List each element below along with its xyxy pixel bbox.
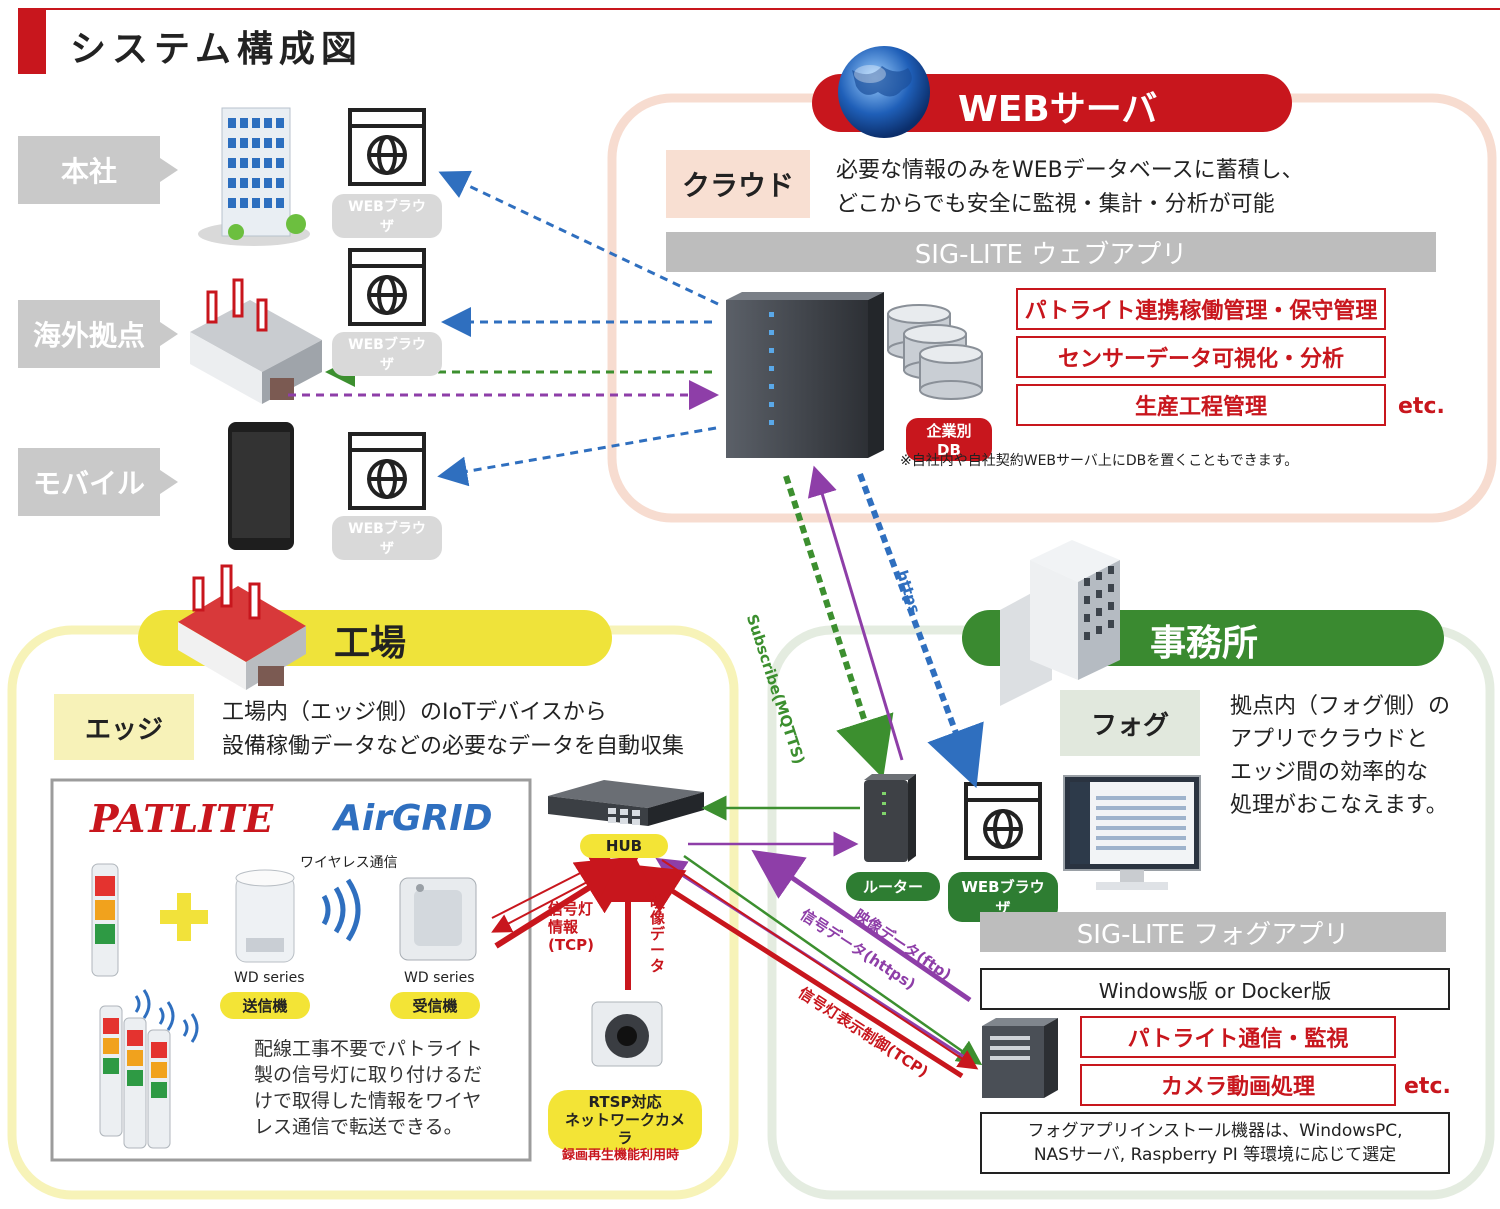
wireless-note-line: 製の信号灯に取り付けるだ: [254, 1064, 483, 1086]
arrow-cloud-to-mobile: [437, 426, 717, 487]
wireless-note-line: 配線工事不要でパトライト: [254, 1038, 483, 1060]
transmitter-label: 送信機: [220, 992, 310, 1019]
arrow-hub-to-fog-red: [661, 859, 979, 1070]
browser-label-hq: WEBブラウザ: [332, 194, 442, 238]
fog-edition: Windows版 or Docker版: [980, 968, 1450, 1010]
browser-icon-overseas: [348, 248, 426, 326]
camera-label-line: RTSP対応: [588, 1093, 662, 1111]
fog-install-note-line: NASサーバ, Raspberry PI 等環境に応じて選定: [1033, 1145, 1397, 1165]
receiver-label: 受信機: [390, 992, 480, 1019]
fog-pc-icon: [982, 1018, 1058, 1098]
receiver-icon: [399, 877, 477, 961]
network-camera-icon: [591, 1001, 663, 1067]
router-label: ルーター: [846, 872, 940, 901]
wireless-note-line: レス通信で転送できる。: [254, 1116, 463, 1138]
patlite-logo: PATLITE: [90, 796, 274, 841]
monitor-icon: [1063, 775, 1201, 890]
wireless-note-line: けで取得した情報をワイヤ: [254, 1090, 482, 1112]
globe-icon: [838, 46, 930, 138]
cloud-tag: クラウド: [666, 150, 810, 218]
headquarters-building-icon: [198, 107, 310, 246]
office-building-icon: [1000, 540, 1120, 706]
arrow-signal-tcp: [494, 856, 640, 949]
factory-tag: エッジ: [54, 694, 194, 760]
factory-header: 工場: [334, 623, 407, 664]
fog-feature-1: パトライト通信・監視: [1080, 1016, 1396, 1058]
cloud-header: WEBサーバ: [958, 89, 1158, 130]
fog-install-note: フォグアプリインストール機器は、WindowsPC, NASサーバ, Raspb…: [980, 1112, 1450, 1174]
airgrid-logo: AirGRID: [334, 798, 493, 839]
overseas-factory-icon: [190, 278, 322, 404]
factory-description-2: 設備稼働データなどの必要なデータを自動収集: [222, 734, 685, 759]
office-tag: フォグ: [1060, 690, 1200, 756]
signal-info-line: 信号灯: [548, 900, 594, 918]
cloud-etc: etc.: [1398, 394, 1445, 419]
camera-note: 録画再生機能利用時: [562, 1148, 680, 1163]
cloud-feature-1: パトライト連携稼働管理・保守管理: [1016, 288, 1386, 330]
fog-feature-2: カメラ動画処理: [1080, 1064, 1396, 1106]
arrow-hub-to-fog: [683, 854, 983, 1066]
wireless-signal-towers-icon: [99, 989, 199, 1149]
cloud-feature-2: センサーデータ可視化・分析: [1016, 336, 1386, 378]
fog-etc: etc.: [1404, 1074, 1451, 1099]
signal-info-label: 信号灯 情報 (TCP): [548, 900, 594, 954]
rx-series: WD series: [404, 970, 475, 986]
camera-label: RTSP対応 ネットワークカメラ: [548, 1090, 702, 1150]
office-description-line: エッジ間の効率的な: [1230, 760, 1429, 785]
db-label: 企業別DB: [906, 418, 992, 461]
cloud-note: ※自社内や自社契約WEBサーバ上にDBを置くこともできます。: [900, 453, 1299, 469]
plus-icon: [160, 893, 208, 941]
browser-icon-office: [964, 782, 1042, 860]
factory-description-1: 工場内（エッジ側）のIoTデバイスから: [222, 700, 607, 725]
cloud-server-icon: [726, 292, 884, 458]
signal-info-line: 情報: [548, 918, 579, 936]
browser-icon-mobile: [348, 432, 426, 510]
office-description-line: 拠点内（フォグ側）の: [1230, 694, 1451, 719]
router-icon: [864, 774, 916, 862]
page-title: システム構成図: [70, 29, 363, 70]
cloud-feature-3: 生産工程管理: [1016, 384, 1386, 426]
database-icon: [887, 304, 983, 400]
browser-label-mobile: WEBブラウザ: [332, 516, 442, 560]
smartphone-icon: [228, 422, 294, 550]
office-description: 拠点内（フォグ側）の アプリでクラウドと エッジ間の効率的な 処理がおこなえます…: [1230, 690, 1450, 822]
cloud-header-pill: [812, 74, 1292, 132]
arrow-router-up: [807, 465, 904, 761]
wireless-label: ワイヤレス通信: [300, 855, 398, 871]
arrow-subscribe: [783, 475, 894, 779]
office-description-line: アプリでクラウドと: [1230, 727, 1429, 752]
office-description-line: 処理がおこなえます。: [1230, 793, 1448, 818]
office-header: 事務所: [1150, 623, 1259, 664]
signal-tower-icon: [91, 863, 119, 977]
arrow-https: [857, 472, 984, 789]
cloud-app-band: SIG-LITE ウェブアプリ: [666, 232, 1436, 272]
factory-icon: [178, 564, 306, 690]
signal-info-line: (TCP): [548, 936, 594, 954]
arrow-signal-control: [630, 864, 964, 1079]
hub-label: HUB: [580, 834, 668, 858]
wireless-icon: [321, 878, 361, 942]
arrow-cloud-to-hq: [438, 170, 719, 306]
browser-label-overseas: WEBブラウザ: [332, 332, 442, 376]
hub-icon: [548, 780, 704, 826]
video-data-label: 映像データ: [650, 893, 666, 975]
location-overseas: 海外拠点: [18, 300, 178, 368]
browser-icon-hq: [348, 108, 426, 186]
title-accent-bar: [18, 8, 46, 74]
camera-label-line: ネットワークカメラ: [564, 1111, 685, 1147]
cloud-description-1: 必要な情報のみをWEBデータベースに蓄積し、: [836, 158, 1304, 183]
wireless-note: 配線工事不要でパトライト 製の信号灯に取り付けるだ けで取得した情報をワイヤ レ…: [254, 1036, 483, 1140]
fog-install-note-line: フォグアプリインストール機器は、WindowsPC,: [1027, 1121, 1403, 1141]
transmitter-icon: [235, 869, 295, 963]
cloud-description-2: どこからでも安全に監視・集計・分析が可能: [836, 192, 1275, 217]
location-mobile: モバイル: [18, 448, 178, 516]
fog-app-band: SIG-LITE フォグアプリ: [980, 912, 1446, 952]
title-rule: [46, 8, 1500, 10]
tx-series: WD series: [234, 970, 305, 986]
arrow-fog-video-ftp: [751, 849, 972, 1003]
location-headquarters: 本社: [18, 136, 178, 204]
